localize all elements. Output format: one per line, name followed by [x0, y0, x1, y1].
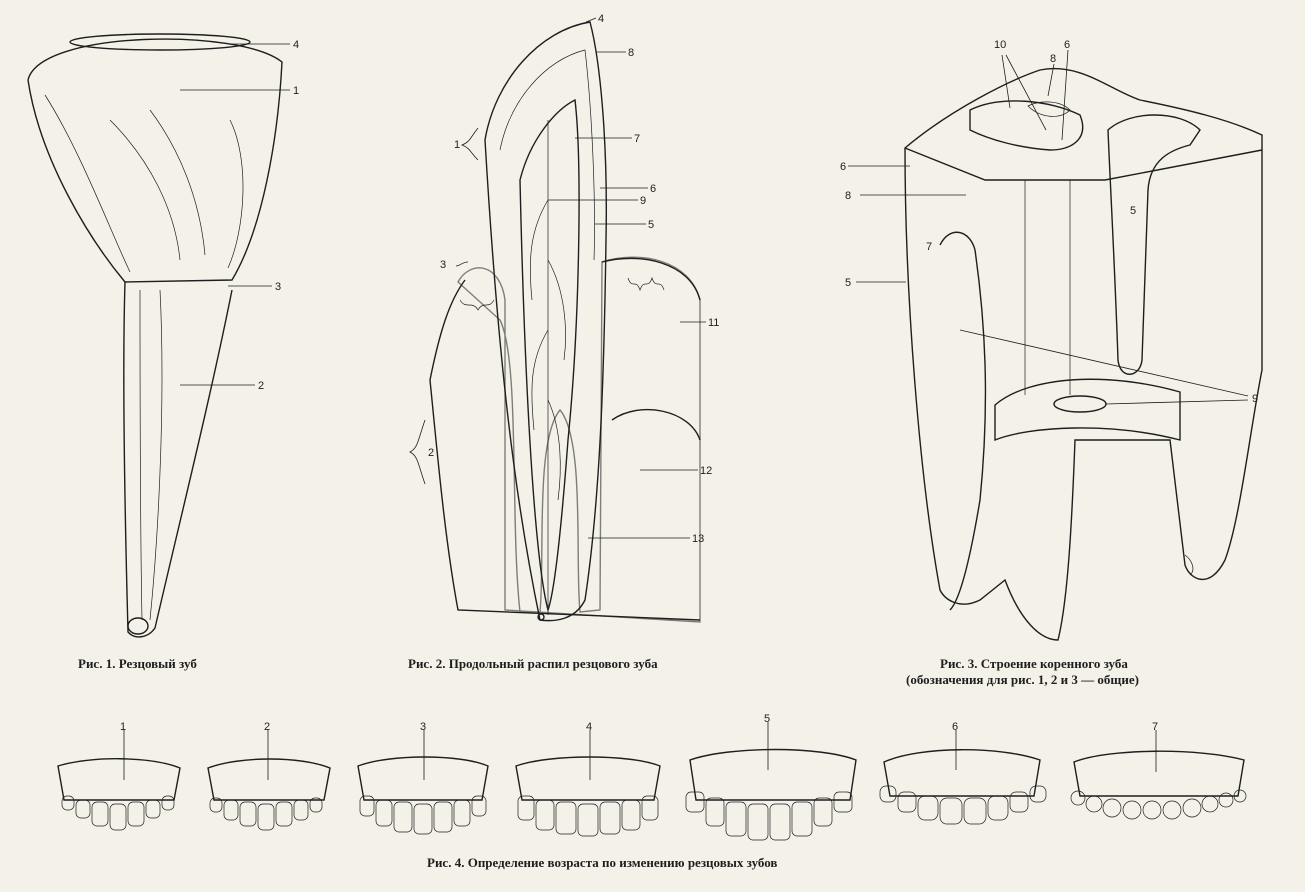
fig3-label-5-dentine: 5: [1130, 205, 1136, 217]
fig2-label-8: 8: [628, 47, 634, 59]
fig2-labels: 1 2 3 4 5 6 7 8 9 11 12 13: [428, 13, 719, 545]
fig2-label-1: 1: [454, 139, 460, 151]
fig2-label-2: 2: [428, 447, 434, 459]
fig4-stage-6-label: 6: [952, 721, 958, 733]
fig4-stage-7-label: 7: [1152, 721, 1158, 733]
fig2-label-3: 3: [440, 259, 446, 271]
fig2-label-4: 4: [598, 13, 604, 25]
fig1-incisor-drawing: [27, 33, 290, 638]
fig3-label-8-side: 8: [845, 190, 851, 202]
fig4-stage-3-label: 3: [420, 721, 426, 733]
fig4-stage-4: 4: [515, 721, 661, 837]
fig4-stage-5-label: 5: [764, 713, 770, 725]
fig4-stage-4-label: 4: [586, 721, 592, 733]
fig2-label-11: 11: [708, 317, 719, 329]
fig2-section-drawing: [409, 17, 706, 623]
fig3-label-9: 9: [1252, 393, 1258, 405]
fig3-caption-line1: Рис. 3. Строение коренного зуба: [940, 656, 1128, 671]
fig4-stage-3: 3: [357, 721, 489, 835]
fig3-label-7: 7: [926, 241, 932, 253]
fig2-label-7: 7: [634, 133, 640, 145]
fig4-stage-1-label: 1: [120, 721, 126, 733]
fig2-caption: Рис. 2. Продольный распил резцового зуба: [408, 656, 658, 671]
fig1-labels: 1 2 3 4: [258, 39, 299, 392]
fig3-caption-line2: (обозначения для рис. 1, 2 и 3 — общие): [906, 672, 1139, 687]
fig1-label-4: 4: [293, 39, 299, 51]
fig1-caption: Рис. 1. Резцовый зуб: [78, 656, 197, 671]
fig4-caption: Рис. 4. Определение возраста по изменени…: [427, 855, 778, 870]
fig2-label-12: 12: [700, 465, 712, 477]
fig4-stage-2: 2: [207, 721, 331, 831]
fig2-label-13: 13: [692, 533, 704, 545]
fig3-label-8-top: 8: [1050, 53, 1056, 65]
fig2-label-6: 6: [650, 183, 656, 195]
fig3-label-6-top: 6: [1064, 39, 1070, 51]
fig3-molar-drawing: [848, 49, 1263, 641]
fig3-label-6-side: 6: [840, 161, 846, 173]
fig4-stage-6: 6: [879, 721, 1047, 825]
fig3-label-10: 10: [994, 39, 1006, 51]
fig4-stage-5: 5: [685, 713, 857, 841]
fig3-label-5-side: 5: [845, 277, 851, 289]
fig1-label-1: 1: [293, 85, 299, 97]
fig1-label-3: 3: [275, 281, 281, 293]
fig4-stage-2-label: 2: [264, 721, 270, 733]
fig2-label-9: 9: [640, 195, 646, 207]
fig2-label-5: 5: [648, 219, 654, 231]
fig4-stage-1: 1: [57, 721, 181, 831]
fig1-label-2: 2: [258, 380, 264, 392]
fig4-stage-7: 7: [1070, 721, 1247, 820]
fig3-labels: 5 5 6 6 7 8 8 9 10: [840, 39, 1258, 405]
